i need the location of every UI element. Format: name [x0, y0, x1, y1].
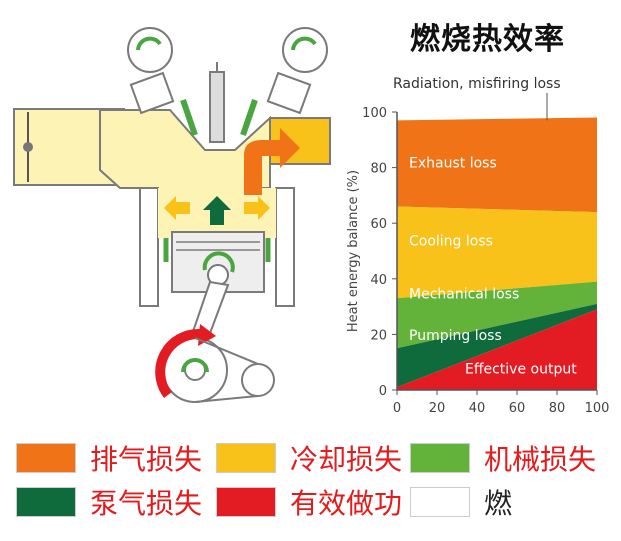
legend-item-cooling: 冷却损失: [216, 438, 402, 478]
series-label-mechanical: Mechanical loss: [409, 286, 519, 302]
x-tick-label: 0: [393, 401, 401, 416]
rotation-arrow-red: [155, 328, 201, 399]
throttle-valve: [23, 142, 33, 152]
y-tick-label: 0: [379, 384, 387, 399]
legend-label-cooling: 冷却损失: [290, 443, 403, 476]
legend-swatch-exhaust: [16, 443, 76, 473]
legend-swatch-cooling: [216, 443, 276, 473]
legend-label-pumping: 泵气损失: [90, 487, 203, 520]
area-exhaust: [397, 117, 597, 213]
area-mechanical: [397, 281, 597, 349]
crank-pulley: [241, 363, 275, 397]
x-tick-label: 80: [549, 401, 566, 416]
exhaust-camshaft: [282, 27, 328, 73]
exhaust-valve-lifter: [266, 71, 312, 115]
legend-item-mechanical: 机械损失: [410, 438, 596, 478]
series-label-cooling: Cooling loss: [409, 233, 493, 249]
legend-swatch-effective: [216, 487, 276, 517]
intake-camshaft: [127, 27, 173, 73]
x-tick-label: 20: [429, 401, 446, 416]
y-tick-label: 40: [370, 273, 387, 288]
legend-label-radiation: 燃: [484, 487, 513, 520]
intake-valve-lifter: [129, 71, 175, 115]
pressure-arrow-up: [203, 196, 231, 225]
series-label-pumping: Pumping loss: [409, 328, 502, 344]
legend-item-exhaust: 排气损失: [16, 438, 202, 478]
legend-item-effective: 有效做功: [216, 482, 402, 522]
legend-label-effective: 有效做功: [290, 487, 403, 520]
area-effective: [397, 309, 597, 390]
cylinder-wall-right: [275, 187, 295, 307]
legend: 排气损失 冷却损失 机械损失 泵气损失 有效做功 燃: [0, 426, 621, 541]
y-tick-label: 80: [370, 162, 387, 177]
exhaust-flow-arrow: [244, 128, 300, 195]
area-cooling: [397, 206, 597, 299]
y-tick-label: 100: [362, 106, 387, 121]
y-tick-label: 20: [370, 328, 387, 343]
legend-swatch-radiation: [410, 487, 470, 517]
engine-diagram: [13, 27, 331, 403]
cylinder-wall-left: [139, 187, 159, 307]
heat-arrow-left: [164, 196, 190, 220]
series-label-exhaust: Exhaust loss: [409, 156, 497, 172]
page-title: 燃烧热效率: [410, 22, 565, 57]
x-tick-label: 100: [585, 401, 610, 416]
area-pumping: [397, 303, 597, 388]
y-tick-label: 60: [370, 217, 387, 232]
annotation-radiation: Radiation, misfiring loss: [393, 76, 561, 92]
series-label-effective: Effective output: [465, 361, 577, 377]
x-tick-label: 60: [509, 401, 526, 416]
legend-item-pumping: 泵气损失: [16, 482, 202, 522]
heat-arrow-right: [244, 196, 270, 220]
legend-label-mechanical: 机械损失: [484, 443, 597, 476]
x-tick-label: 40: [469, 401, 486, 416]
y-axis-label: Heat energy balance (%): [346, 170, 361, 332]
spark-plug: [209, 71, 225, 143]
legend-swatch-pumping: [16, 487, 76, 517]
legend-label-exhaust: 排气损失: [90, 443, 203, 476]
legend-item-radiation: 燃: [410, 482, 512, 522]
heat-balance-chart: Effective output Pumping loss Mechanical l…: [346, 76, 610, 416]
legend-swatch-mechanical: [410, 443, 470, 473]
